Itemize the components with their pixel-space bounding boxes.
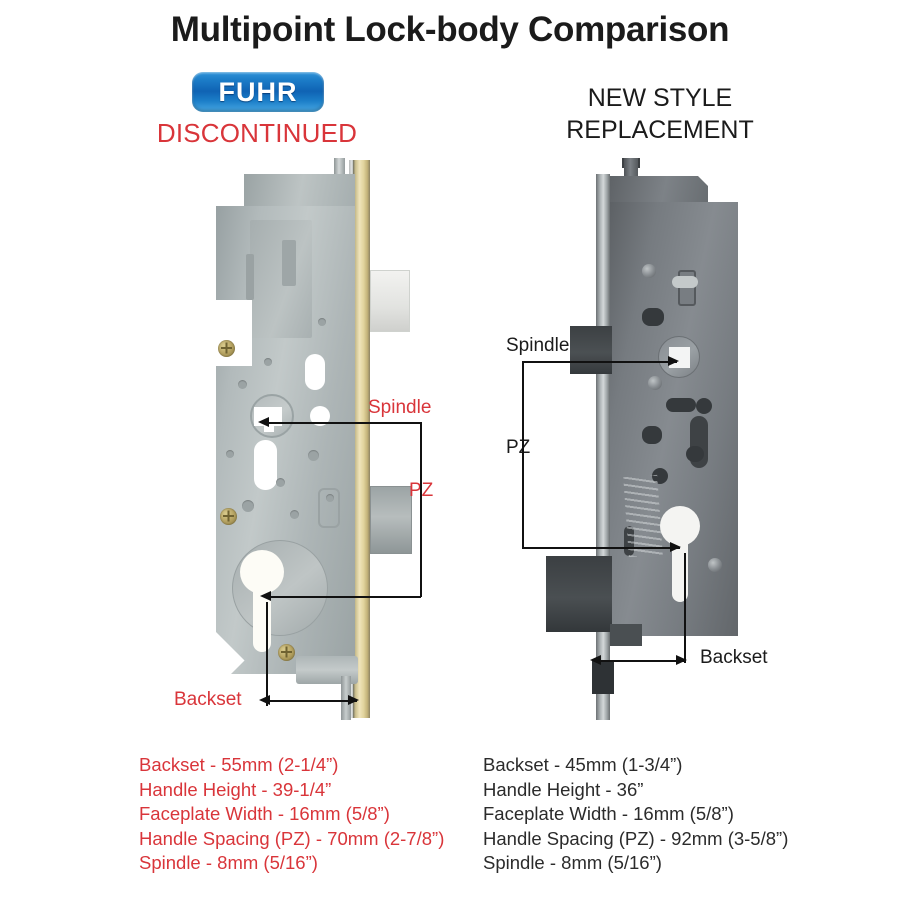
discontinued-status-label: DISCONTINUED	[156, 118, 358, 148]
right-backset-drop-line	[684, 553, 686, 663]
left-detail-dot	[264, 358, 272, 366]
right-deadbolt-tab	[546, 556, 612, 632]
new-style-heading-line2: REPLACEMENT	[566, 116, 754, 144]
left-screw-middle	[220, 508, 237, 525]
left-inner-slot-a	[282, 240, 296, 286]
left-screw-top	[218, 340, 235, 357]
new-style-lock-body-photo	[500, 158, 790, 720]
fuhr-logo-text: FUHR	[218, 76, 298, 107]
new-style-heading-line1: NEW STYLE	[587, 84, 733, 112]
page-title: Multipoint Lock-body Comparison	[170, 10, 730, 49]
left-deadbolt	[370, 486, 412, 554]
left-detail-dot	[276, 478, 285, 487]
spec-faceplate-width: Faceplate Width - 16mm (5/8”)	[139, 803, 390, 824]
new-style-replacement-heading: NEW STYLE REPLACEMENT	[520, 82, 800, 146]
spec-handle-height: Handle Height - 39-1/4”	[139, 778, 332, 800]
right-spindle-leader-line	[522, 361, 677, 363]
right-cylinder-leader-line	[522, 547, 680, 549]
right-silver-faceplate	[596, 174, 610, 720]
left-detail-dot	[226, 450, 234, 458]
left-round-cutout	[310, 406, 330, 426]
right-bottom-tab	[592, 660, 614, 694]
right-printed-label	[623, 474, 663, 558]
left-gold-faceplate	[353, 160, 370, 718]
right-detail-blob	[686, 446, 704, 462]
left-pz-bracket-vertical	[420, 422, 422, 597]
right-screw-middle	[648, 376, 662, 390]
left-bottom-pin	[341, 676, 351, 720]
spec-spindle: Spindle - 8mm (5/16”)	[139, 852, 318, 873]
right-cylinder-arrow	[670, 542, 681, 552]
right-detail-blob	[642, 426, 662, 444]
left-rounded-cutout	[318, 488, 340, 528]
right-spindle-arrow	[668, 356, 679, 366]
right-detail-blob	[666, 398, 696, 412]
left-spindle-arrow	[258, 417, 269, 427]
right-backset-arrow-end	[676, 655, 687, 665]
right-backset-arrow-start	[590, 655, 601, 665]
left-inner-slot-b	[246, 254, 254, 300]
left-backset-arrow-end	[348, 695, 359, 705]
left-spindle-leader-line	[266, 422, 421, 424]
left-backset-arrow-start	[259, 695, 270, 705]
right-latch-tab	[570, 326, 612, 374]
spec-backset: Backset - 45mm (1-3/4”)	[483, 754, 683, 775]
right-pz-bracket-vertical	[522, 361, 524, 548]
right-screw-bottom	[708, 558, 722, 572]
right-backset-label: Backset	[700, 647, 768, 668]
spec-backset: Backset - 55mm (2-1/4”)	[139, 754, 339, 775]
fuhr-lock-body-photo	[178, 158, 468, 720]
right-body-upper-section	[610, 176, 708, 206]
left-backset-measure-line	[266, 700, 357, 702]
right-screw-top	[642, 264, 656, 278]
spec-spindle: Spindle - 8mm (5/16”)	[483, 852, 662, 873]
left-cylinder-leader-line	[268, 596, 421, 598]
left-detail-dot	[238, 380, 247, 389]
left-detail-dot	[318, 318, 326, 326]
spec-faceplate-width: Faceplate Width - 16mm (5/8”)	[483, 803, 734, 824]
left-inner-plate	[250, 220, 312, 338]
right-backset-measure-line	[597, 660, 685, 662]
fuhr-spec-list: Backset - 55mm (2-1/4”) Handle Height - …	[139, 753, 444, 876]
left-latch-bolt	[370, 270, 410, 332]
right-detail-blob	[672, 276, 698, 288]
new-style-spec-list: Backset - 45mm (1-3/4”) Handle Height - …	[483, 753, 788, 876]
fuhr-brand-logo: FUHR	[192, 72, 324, 112]
left-handle-slot	[254, 440, 277, 490]
right-bottom-bracket	[610, 624, 642, 646]
right-pz-label: PZ	[506, 437, 531, 458]
left-detail-dot	[242, 500, 254, 512]
right-detail-blob	[642, 308, 664, 326]
left-spindle-label: Spindle	[368, 397, 432, 418]
left-backset-label: Backset	[174, 689, 242, 710]
left-oval-cutout	[305, 354, 325, 390]
spec-handle-height: Handle Height - 36”	[483, 778, 644, 800]
left-backset-drop-line	[266, 602, 268, 706]
left-cylinder-arrow	[260, 591, 271, 601]
spec-handle-spacing: Handle Spacing (PZ) - 70mm (2-7/8”)	[139, 827, 445, 849]
left-detail-dot	[326, 494, 334, 502]
left-detail-dot	[290, 510, 299, 519]
left-detail-dot	[308, 450, 319, 461]
spec-handle-spacing: Handle Spacing (PZ) - 92mm (3-5/8”)	[483, 827, 789, 849]
right-detail-blob	[696, 398, 712, 414]
left-screw-bottom	[278, 644, 295, 661]
right-spindle-label: Spindle	[506, 335, 570, 356]
